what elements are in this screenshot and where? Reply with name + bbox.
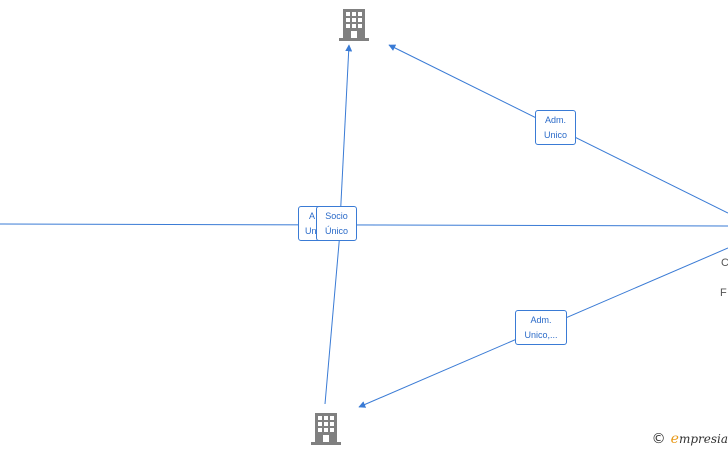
edge-label-line: Un [305,226,317,236]
edge-label-line: Único [324,226,348,236]
edge-label-socio-unico-center[interactable]: Socio Único [316,206,357,241]
edge-to-company-bottom-vertical [324,231,341,405]
edge-label-line: Unico [543,130,567,140]
company-top-node[interactable] [339,8,369,42]
edge-label-line: Adm. [530,315,552,325]
person-right-text-2: F [720,287,727,299]
edge-label-adm-unico-lower[interactable]: Adm. Unico,... [515,310,567,345]
brand-logo-text: mpresia [678,432,728,446]
building-icon [339,9,369,41]
company-bottom-node[interactable] [311,412,341,446]
edge-to-company-top-vertical [339,44,353,223]
copyright-symbol: © [651,431,666,447]
edge-label-line: Socio [325,211,348,221]
edge-label-adm-unico-upper[interactable]: Adm. Unico [535,110,576,145]
building-icon [311,413,341,445]
edge-label-line: Unico,... [524,330,558,340]
edge-label-line: A [309,211,316,221]
edge-label-line: Adm. [544,115,566,125]
brand-logo-initial: e [670,431,679,447]
brand-watermark: © e mpresia [652,430,728,448]
person-right-text-1: C [721,257,728,269]
edge-left-to-right [0,223,728,227]
